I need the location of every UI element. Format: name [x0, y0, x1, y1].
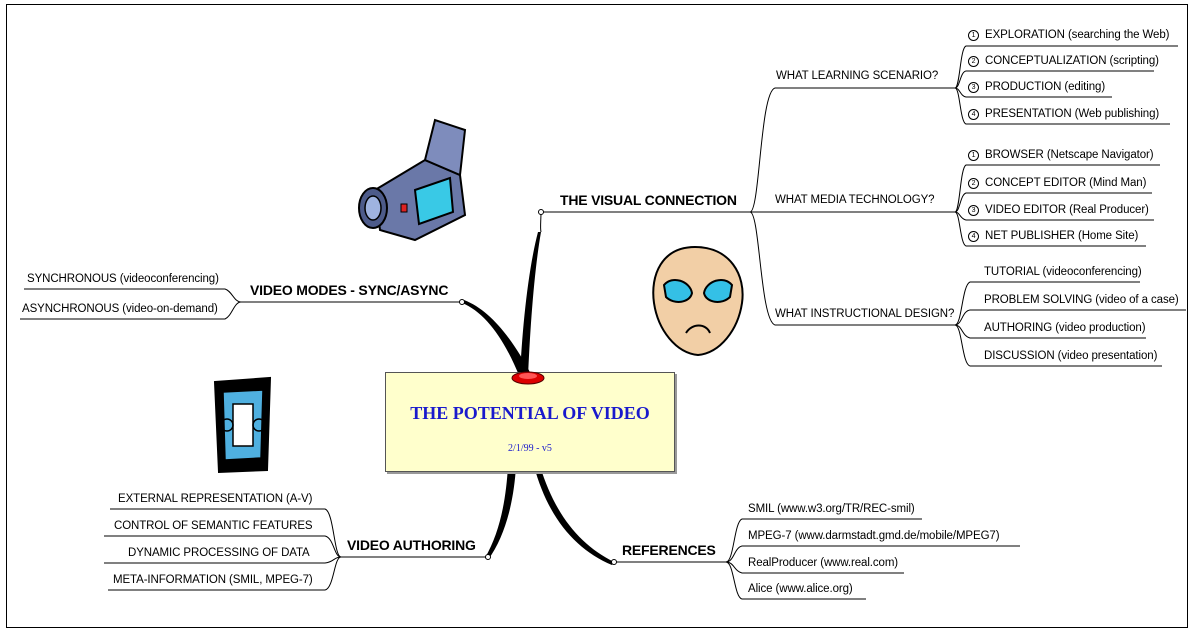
list-item[interactable]: Alice (www.alice.org) [748, 583, 853, 595]
list-item[interactable]: META-INFORMATION (SMIL, MPEG-7) [113, 574, 313, 586]
videocassette-icon [213, 376, 272, 474]
canvas-border [6, 4, 1188, 628]
branch-video-authoring[interactable]: VIDEO AUTHORING [347, 537, 476, 553]
list-item[interactable]: TUTORIAL (videoconferencing) [984, 266, 1142, 278]
branch-references-trunk [534, 466, 614, 565]
list-item[interactable]: SMIL (www.w3.org/TR/REC-smil) [748, 503, 915, 515]
list-item[interactable]: AUTHORING (video production) [984, 322, 1146, 334]
list-item[interactable]: 2 CONCEPT EDITOR (Mind Man) [968, 177, 1147, 190]
list-item[interactable]: 4 NET PUBLISHER (Home Site) [968, 230, 1139, 243]
central-topic-title: THE POTENTIAL OF VIDEO [410, 403, 650, 423]
leaf-label: EXPLORATION (searching the Web) [985, 29, 1170, 41]
leaf-label: VIDEO EDITOR (Real Producer) [985, 204, 1149, 216]
alien-face-icon [652, 245, 744, 357]
branch-authoring-trunk [485, 466, 516, 560]
number-badge: 3 [968, 82, 979, 93]
leaf-label: NET PUBLISHER (Home Site) [985, 230, 1139, 242]
leaf-label: BROWSER (Netscape Navigator) [985, 149, 1154, 161]
leaf-label: PRESENTATION (Web publishing) [985, 108, 1160, 120]
central-topic-date: 2/1/99 - v5 [508, 443, 552, 454]
list-item[interactable]: SYNCHRONOUS (videoconferencing) [27, 273, 219, 285]
list-item[interactable]: CONTROL OF SEMANTIC FEATURES [114, 520, 313, 532]
central-topic-note[interactable]: THE POTENTIAL OF VIDEO 2/1/99 - v5 [385, 372, 675, 472]
number-badge: 4 [968, 109, 979, 120]
list-item[interactable]: 1 BROWSER (Netscape Navigator) [968, 149, 1154, 162]
leaf-label: CONCEPT EDITOR (Mind Man) [985, 177, 1147, 189]
list-item[interactable]: DYNAMIC PROCESSING OF DATA [128, 547, 310, 559]
list-item[interactable]: 1 EXPLORATION (searching the Web) [968, 29, 1170, 42]
leaf-label: CONCEPTUALIZATION (scripting) [985, 55, 1159, 67]
list-item[interactable]: ASYNCHRONOUS (video-on-demand) [22, 303, 218, 315]
list-item[interactable]: EXTERNAL REPRESENTATION (A-V) [118, 493, 313, 505]
list-item[interactable]: 3 PRODUCTION (editing) [968, 81, 1106, 94]
pushpin-icon [511, 371, 545, 385]
leaf-label: PRODUCTION (editing) [985, 81, 1106, 93]
number-badge: 1 [968, 30, 979, 41]
list-item[interactable]: 4 PRESENTATION (Web publishing) [968, 108, 1160, 121]
branch-references[interactable]: REFERENCES [622, 542, 716, 558]
list-item[interactable]: 3 VIDEO EDITOR (Real Producer) [968, 204, 1149, 217]
number-badge: 3 [968, 205, 979, 216]
subbranch-instructional-design[interactable]: WHAT INSTRUCTIONAL DESIGN? [775, 308, 955, 320]
list-item[interactable]: RealProducer (www.real.com) [748, 557, 899, 569]
branch-video-modes[interactable]: VIDEO MODES - SYNC/ASYNC [250, 282, 449, 298]
subbranch-media-technology[interactable]: WHAT MEDIA TECHNOLOGY? [775, 194, 935, 206]
list-item[interactable]: MPEG-7 (www.darmstadt.gmd.de/mobile/MPEG… [748, 530, 1000, 542]
branch-visual-trunk [520, 232, 541, 378]
number-badge: 2 [968, 178, 979, 189]
number-badge: 4 [968, 231, 979, 242]
subbranch-learning-scenario[interactable]: WHAT LEARNING SCENARIO? [776, 70, 939, 82]
branch-modes-trunk [462, 300, 532, 378]
list-item[interactable]: PROBLEM SOLVING (video of a case) [984, 294, 1179, 306]
branch-visual-connection[interactable]: THE VISUAL CONNECTION [560, 192, 737, 208]
list-item[interactable]: DISCUSSION (video presentation) [984, 350, 1158, 362]
list-item[interactable]: 2 CONCEPTUALIZATION (scripting) [968, 55, 1159, 68]
number-badge: 2 [968, 56, 979, 67]
number-badge: 1 [968, 150, 979, 161]
camcorder-icon [358, 118, 467, 242]
